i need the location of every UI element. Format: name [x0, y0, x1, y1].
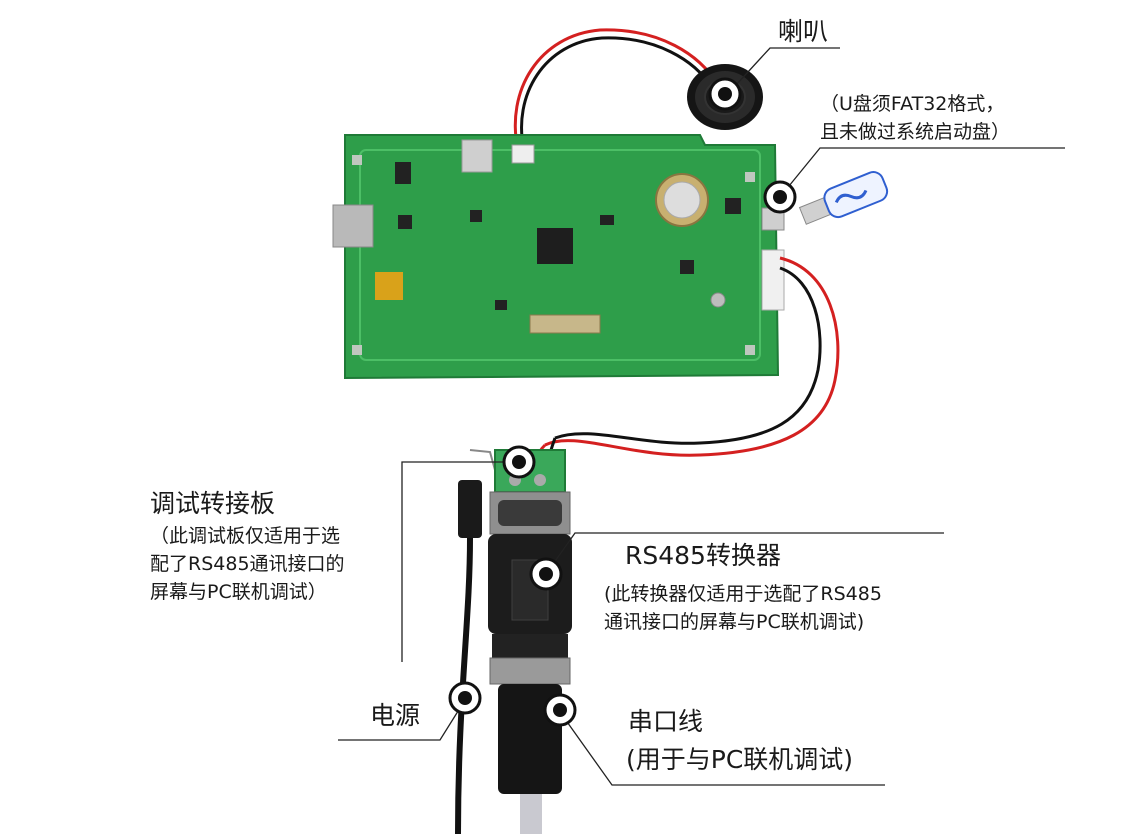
- debug-board-title: 调试转接板: [150, 489, 276, 518]
- debug-board-note-line-3: 屏幕与PC联机调试）: [150, 581, 327, 603]
- usb-note-line-2: 且未做过系统启动盘）: [820, 121, 1011, 143]
- usb-drive: [798, 171, 889, 225]
- power-label: 电源: [370, 701, 421, 730]
- debug-board-note-line-2: 配了RS485通讯接口的: [150, 553, 345, 575]
- serial-marker: [543, 693, 577, 727]
- rs485-converter: [488, 534, 572, 658]
- usb-note-line-1: （U盘须FAT32格式，: [820, 93, 1005, 115]
- usb-marker: [763, 180, 797, 214]
- power-marker: [448, 681, 482, 715]
- debug-board-note-line-1: （此调试板仅适用于选: [150, 525, 341, 547]
- serial-title: 串口线: [628, 707, 704, 736]
- converter-note: (此转换器仅适用于选配了RS485 通讯接口的屏幕与PC联机调试): [604, 580, 882, 636]
- debug-board-marker: [502, 445, 536, 479]
- speaker-wires: [513, 28, 720, 151]
- converter-note-line-1: (此转换器仅适用于选配了RS485: [604, 583, 882, 605]
- leader-lines: [338, 47, 1065, 786]
- converter-title: RS485转换器: [625, 541, 781, 570]
- pcb-board: [332, 134, 785, 380]
- power-cable: [455, 449, 496, 834]
- converter-note-line-2: 通讯接口的屏幕与PC联机调试): [604, 611, 865, 633]
- serial-note: (用于与PC联机调试): [626, 745, 854, 774]
- serial-cable: [489, 657, 571, 834]
- converter-marker: [529, 557, 563, 591]
- callout-markers: [448, 77, 797, 727]
- speaker-marker: [708, 77, 742, 111]
- speaker-label: 喇叭: [778, 17, 829, 46]
- debug-board-note: （此调试板仅适用于选 配了RS485通讯接口的 屏幕与PC联机调试）: [150, 522, 345, 606]
- usb-note: （U盘须FAT32格式， 且未做过系统启动盘）: [820, 90, 1010, 146]
